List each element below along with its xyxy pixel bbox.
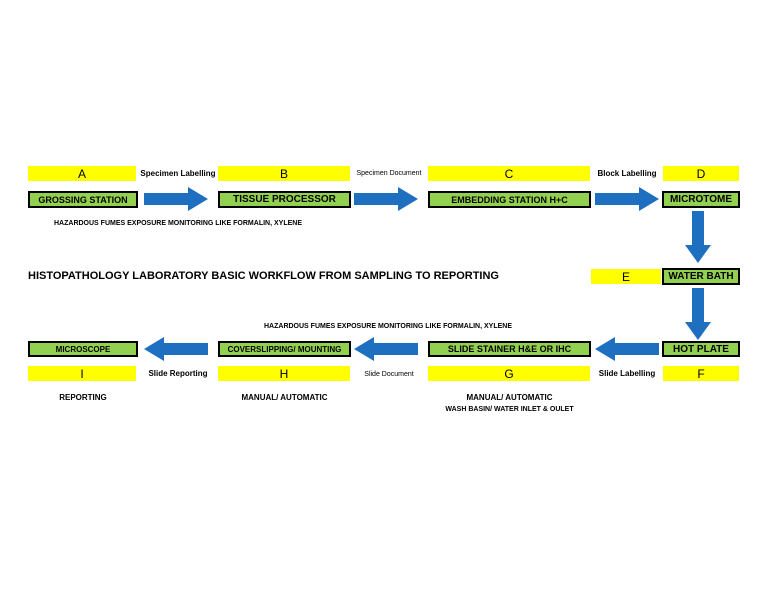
bottom-hazard-note: HAZARDOUS FUMES EXPOSURE MONITORING LIKE…	[264, 322, 512, 330]
step-f-letter: F	[663, 366, 739, 381]
station-microtome: MICROTOME	[662, 191, 740, 208]
station-grossing: GROSSING STATION	[28, 191, 138, 208]
transition-label-b-c: Specimen Document	[356, 170, 422, 177]
arrow-left-f-g	[595, 337, 659, 361]
step-b-letter: B	[218, 166, 350, 181]
station-water-bath: WATER BATH	[662, 268, 740, 285]
arrow-left-h-i	[144, 337, 208, 361]
station-tissue-processor: TISSUE PROCESSOR	[218, 191, 351, 208]
arrow-right-c-d	[595, 187, 659, 211]
step-a-letter: A	[28, 166, 136, 181]
note-coverslipping-mode: MANUAL/ AUTOMATIC	[241, 393, 328, 402]
top-hazard-note: HAZARDOUS FUMES EXPOSURE MONITORING LIKE…	[54, 219, 302, 227]
transition-label-a-b: Specimen Labelling	[140, 169, 216, 178]
station-hot-plate: HOT PLATE	[662, 341, 740, 357]
arrow-down-d-e	[685, 211, 711, 263]
station-microscope: MICROSCOPE	[28, 341, 138, 357]
note-stainer-water: WASH BASIN/ WATER INLET & OULET	[445, 406, 574, 413]
transition-label-c-d: Block Labelling	[597, 169, 657, 178]
step-i-letter: I	[28, 366, 136, 381]
transition-label-h-i: Slide Reporting	[148, 369, 208, 378]
step-c-letter: C	[428, 166, 590, 181]
step-g-letter: G	[428, 366, 590, 381]
transition-label-g-h: Slide Document	[364, 371, 414, 378]
station-embedding: EMBEDDING STATION H+C	[428, 191, 591, 208]
station-coverslipping: COVERSLIPPING/ MOUNTING	[218, 341, 351, 357]
note-stainer-mode: MANUAL/ AUTOMATIC	[466, 393, 553, 402]
page-title: HISTOPATHOLOGY LABORATORY BASIC WORKFLOW…	[28, 270, 499, 282]
note-reporting: REPORTING	[59, 393, 107, 402]
arrow-right-b-c	[354, 187, 418, 211]
station-slide-stainer: SLIDE STAINER H&E OR IHC	[428, 341, 591, 357]
arrow-left-g-h	[354, 337, 418, 361]
transition-label-f-g: Slide Labelling	[598, 369, 656, 378]
arrow-down-e-f	[685, 288, 711, 340]
step-h-letter: H	[218, 366, 350, 381]
step-e-letter: E	[591, 269, 661, 284]
arrow-right-a-b	[144, 187, 208, 211]
step-d-letter: D	[663, 166, 739, 181]
